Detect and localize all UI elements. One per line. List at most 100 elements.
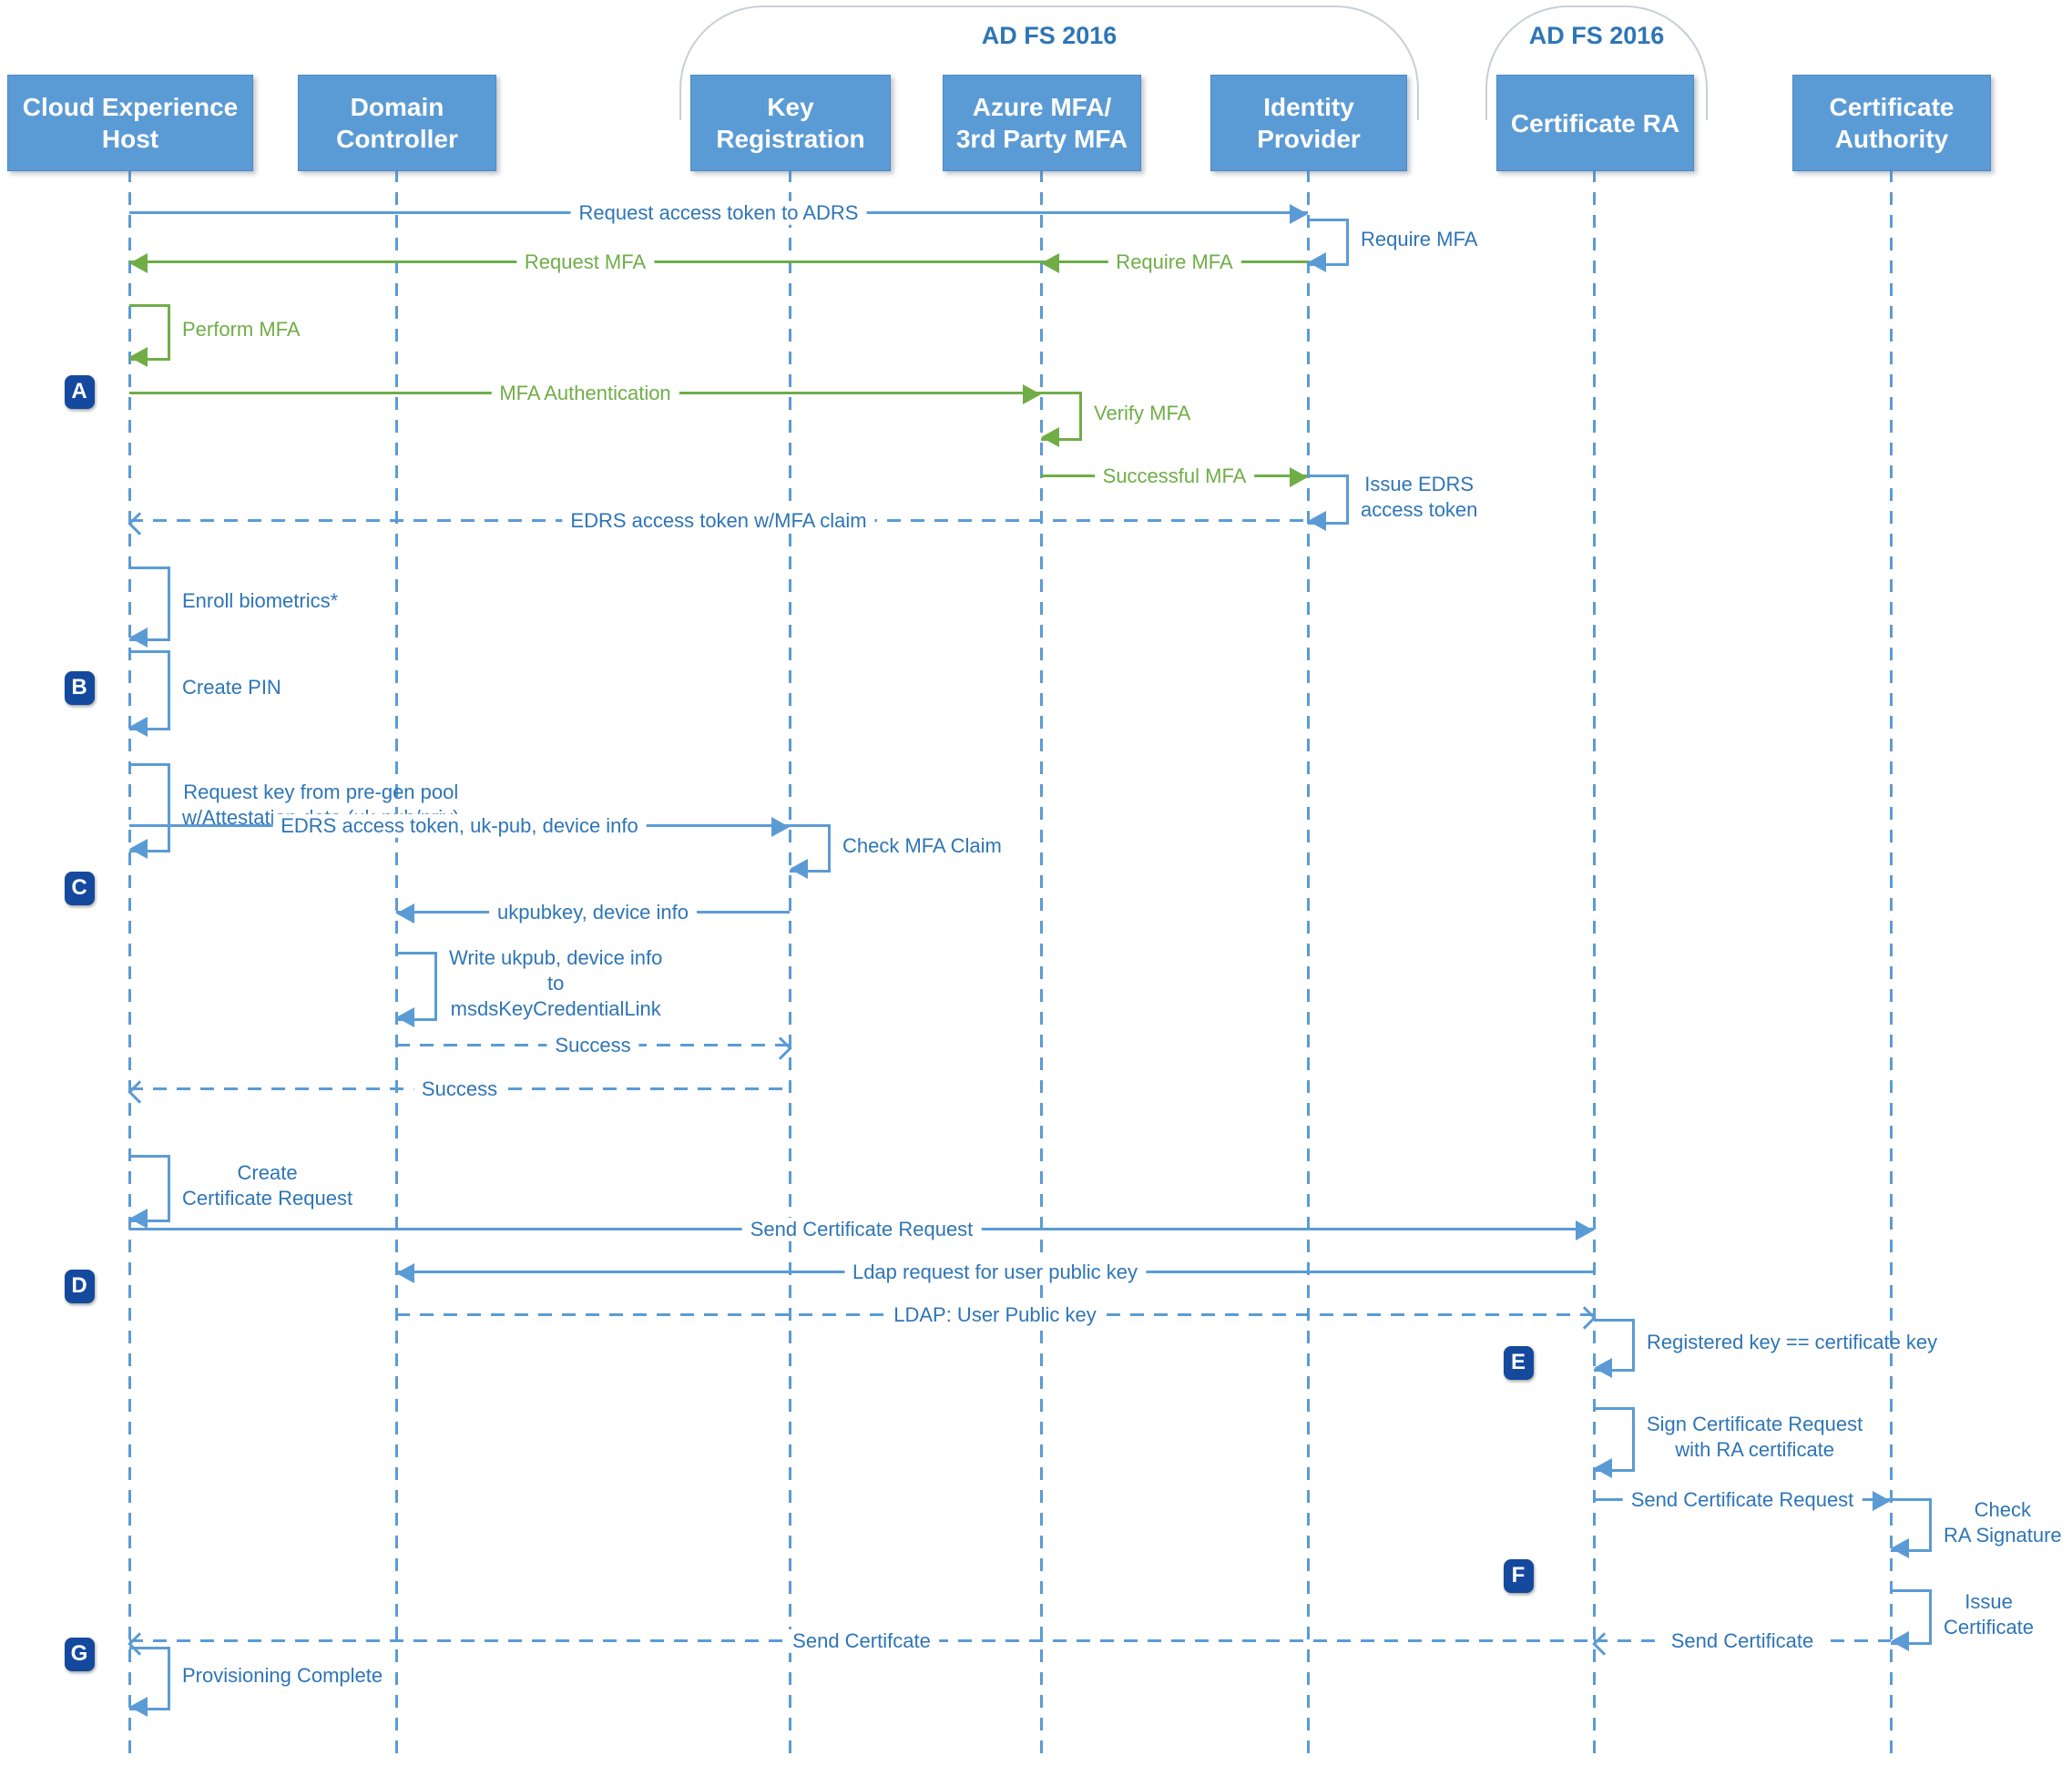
self-message-label-line: access token: [1361, 497, 1478, 521]
write-ukpub-device-info-to-msdskeycredentiallink-self-message: [396, 952, 437, 1027]
step-badge-b: B: [64, 670, 95, 705]
send-certificate-request-message-arrowhead: [1576, 1220, 1594, 1240]
perform-mfa-self-message-arrowhead: [129, 346, 148, 367]
self-message-label-line: Certificate: [1944, 1615, 2035, 1638]
step-badge-f: F: [1503, 1558, 1534, 1593]
enroll-biometrics-self-message-arrowhead: [129, 627, 148, 648]
enroll-biometrics-self-message: [129, 567, 170, 648]
registered-key-certificate-key-self-message-label: Registered key == certificate key: [1647, 1330, 1937, 1355]
send-certificate-request-message-arrowhead: [1873, 1491, 1891, 1511]
issue-edrs-access-token-self-message-arrowhead: [1308, 510, 1326, 531]
require-mfa-self-message: [1308, 219, 1349, 272]
lifeline-key-registration: [788, 169, 791, 1761]
verify-mfa-self-message-arrowhead: [1041, 426, 1059, 447]
request-key-from-pre-gen-pool-w-attestation-data-uk-pub-priv-self-message: [129, 763, 170, 859]
sign-certificate-request-with-ra-certificate-self-message: [1594, 1407, 1635, 1478]
self-message-label-line: Issue: [1965, 1589, 2013, 1613]
self-message-label-line: Require MFA: [1361, 227, 1478, 250]
check-mfa-claim-self-message-arrowhead: [790, 858, 808, 879]
request-access-token-to-adrs-message-label: Request access token to ADRS: [570, 200, 867, 225]
edrs-access-token-w-mfa-claim-message-label: EDRS access token w/MFA claim: [562, 508, 875, 533]
actor-azure-mfa-3rd-party-mfa: Azure MFA/3rd Party MFA: [943, 75, 1141, 171]
check-ra-signature-self-message: [1891, 1498, 1932, 1558]
actor-label: Registration: [716, 125, 865, 153]
check-mfa-claim-self-message: [790, 824, 831, 879]
require-mfa-message-arrowhead: [1041, 253, 1059, 273]
self-message-label-line: Sign Certificate Request: [1647, 1412, 1863, 1435]
group-label: AD FS 2016: [981, 22, 1118, 49]
self-message-label-line: Verify MFA: [1094, 401, 1191, 424]
create-pin-self-message-arrowhead: [129, 716, 148, 737]
ldap-user-public-key-message-label: LDAP: User Public key: [885, 1302, 1105, 1327]
actor-label: Authority: [1834, 125, 1949, 153]
actor-label: Domain: [350, 93, 444, 121]
actor-label: Cloud Experience: [22, 93, 239, 121]
request-access-token-to-adrs-message-arrowhead: [1290, 204, 1308, 224]
step-badge-e: E: [1503, 1345, 1534, 1380]
verify-mfa-self-message: [1041, 392, 1082, 447]
successful-mfa-message-arrowhead: [1290, 467, 1308, 487]
self-message-label-line: with RA certificate: [1675, 1437, 1835, 1461]
mfa-authentication-message-arrowhead: [1023, 384, 1041, 404]
group-label: AD FS 2016: [1528, 22, 1665, 49]
request-mfa-message-label: Request MFA: [515, 250, 655, 274]
send-certificate-request-message-label: Send Certificate Request: [1622, 1487, 1863, 1512]
write-ukpub-device-info-to-msdskeycredentiallink-self-message-arrowhead: [396, 1006, 414, 1027]
send-certifcate-message-label: Send Certifcate: [784, 1628, 939, 1653]
actor-label: Key: [767, 93, 814, 121]
ukpubkey-device-info-message-label: ukpubkey, device info: [489, 900, 697, 924]
self-message-label-line: msdsKeyCredentialLink: [450, 997, 661, 1021]
registered-key-certificate-key-self-message: [1594, 1319, 1635, 1378]
create-certificate-request-self-message-arrowhead: [129, 1208, 148, 1229]
self-message-label-line: Check MFA Claim: [842, 833, 1002, 857]
actor-label: Certificate RA: [1510, 108, 1680, 138]
lifeline-certificate-authority: [1889, 169, 1893, 1761]
self-message-label-line: Write ukpub, device info: [449, 945, 663, 969]
sign-certificate-request-with-ra-certificate-self-message-arrowhead: [1594, 1457, 1612, 1478]
self-message-label-line: Enroll biometrics*: [182, 588, 339, 612]
registered-key-certificate-key-self-message-arrowhead: [1594, 1357, 1612, 1378]
send-certificate-request-message-label: Send Certificate Request: [741, 1217, 982, 1241]
actor-label: Identity: [1263, 93, 1354, 121]
create-pin-self-message-label: Create PIN: [182, 675, 281, 700]
verify-mfa-self-message-label: Verify MFA: [1094, 401, 1190, 426]
check-ra-signature-self-message-arrowhead: [1891, 1537, 1909, 1558]
self-message-label-line: Certificate Request: [182, 1187, 353, 1210]
self-message-label-line: Perform MFA: [182, 317, 301, 341]
actor-label: Azure MFA/: [972, 93, 1112, 121]
actor-label: Provider: [1257, 125, 1361, 153]
self-message-label-line: RA Signature: [1944, 1523, 2062, 1547]
step-badge-g: G: [64, 1637, 95, 1671]
edrs-access-token-w-mfa-claim-message-arrowhead: [128, 511, 151, 536]
require-mfa-message-label: Require MFA: [1107, 250, 1241, 274]
lifeline-domain-controller: [394, 169, 398, 1761]
self-message-label-line: Provisioning Complete: [182, 1663, 383, 1687]
self-message-label-line: Check: [1974, 1497, 2031, 1521]
step-badge-a: A: [64, 374, 95, 409]
enroll-biometrics-self-message-label: Enroll biometrics*: [182, 588, 338, 614]
request-key-from-pre-gen-pool-w-attestation-data-uk-pub-priv-self-message-arrowhead: [129, 838, 148, 859]
request-mfa-message-arrowhead: [129, 253, 148, 273]
self-message-label-line: Request key from pre-gen pool: [183, 780, 459, 803]
self-message-label-line: Create PIN: [182, 675, 281, 699]
send-certificate-message-label: Send Certificate: [1662, 1628, 1822, 1653]
require-mfa-self-message-arrowhead: [1308, 251, 1326, 272]
check-mfa-claim-self-message-label: Check MFA Claim: [842, 832, 1002, 858]
successful-mfa-message-label: Successful MFA: [1094, 464, 1255, 488]
actor-label: Certificate: [1829, 93, 1955, 121]
success-message-label: Success: [413, 1077, 506, 1101]
ldap-request-for-user-public-key-message-arrowhead: [396, 1263, 414, 1283]
self-message-label-line: Issue EDRS: [1364, 472, 1475, 495]
perform-mfa-self-message-label: Perform MFA: [182, 317, 301, 342]
create-pin-self-message: [129, 650, 170, 737]
issue-certificate-self-message: [1891, 1589, 1932, 1651]
